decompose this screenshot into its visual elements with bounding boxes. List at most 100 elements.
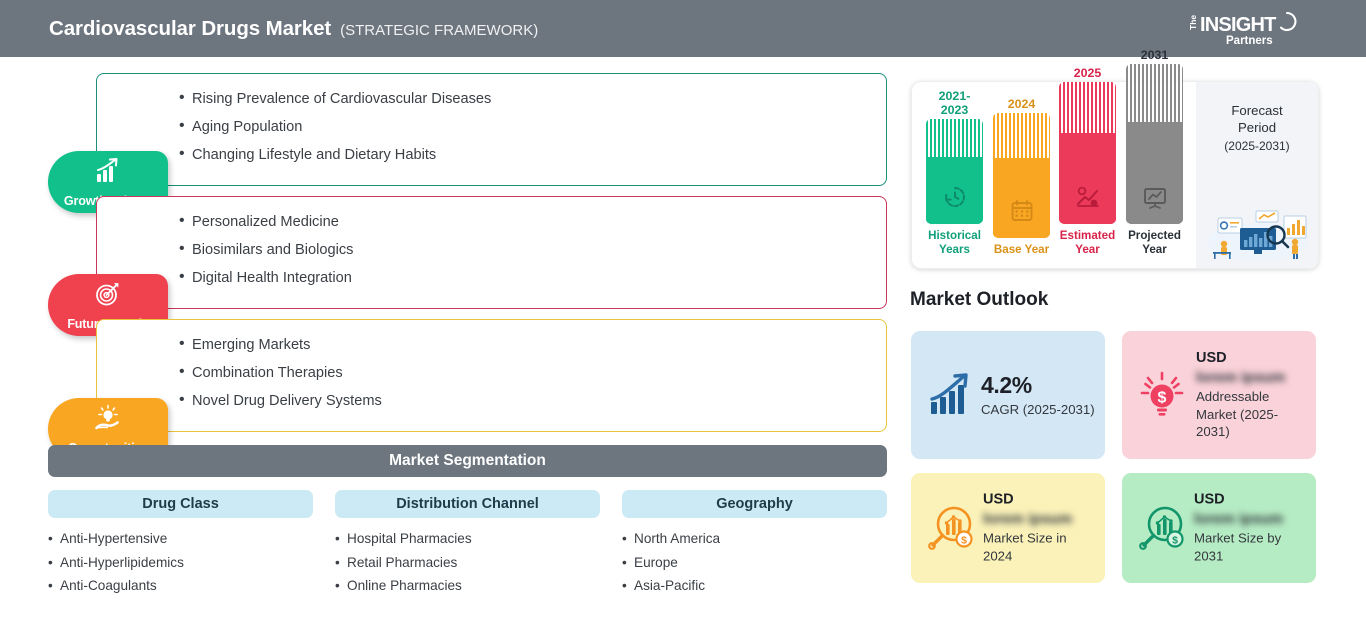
timeline-bar-solid bbox=[1059, 133, 1116, 224]
timeline-bars: 2021-2023 Historical Years bbox=[918, 48, 1193, 268]
outlook-card-market-size-2024[interactable]: $ USD lorem ipsum Market Size in 2024 bbox=[911, 473, 1105, 583]
logo-partners-text: Partners bbox=[1226, 35, 1273, 47]
outlook-card-addressable-market[interactable]: $ USD lorem ipsum Addressable Market (20… bbox=[1122, 331, 1316, 459]
list-item: Novel Drug Delivery Systems bbox=[179, 386, 886, 415]
outlook-card-body: 4.2% CAGR (2025-2031) bbox=[981, 372, 1097, 419]
list-item: Digital Health Integration bbox=[179, 263, 886, 292]
market-segmentation-title: Market Segmentation bbox=[389, 452, 546, 469]
blurred-value: lorem ipsum bbox=[1194, 510, 1284, 527]
bar-chart-growth-icon bbox=[93, 157, 123, 185]
list-item: Online Pharmacies bbox=[335, 574, 600, 598]
list-item: Combination Therapies bbox=[179, 358, 886, 387]
presentation-chart-icon bbox=[1142, 184, 1168, 210]
logo-the-text: The bbox=[1188, 15, 1198, 30]
cagr-label: CAGR (2025-2031) bbox=[981, 401, 1095, 417]
svg-text:$: $ bbox=[1172, 535, 1178, 547]
opportunities-bullet-list: Emerging Markets Combination Therapies N… bbox=[97, 320, 886, 415]
logo-insight-text: INSIGHT bbox=[1200, 14, 1276, 36]
segmentation-column-geography: Geography North America Europe Asia-Paci… bbox=[622, 490, 887, 598]
list-item: North America bbox=[622, 527, 887, 551]
segmentation-column-header: Distribution Channel bbox=[335, 490, 600, 518]
timeline-year: 2031 bbox=[1140, 48, 1169, 62]
outlook-card-market-size-2031[interactable]: $ USD lorem ipsum Market Size by 2031 bbox=[1122, 473, 1316, 583]
addressable-market-label: Addressable Market (2025-2031) bbox=[1196, 388, 1279, 439]
cagr-value: 4.2% bbox=[981, 371, 1032, 398]
timeline-label: Historical Years bbox=[928, 229, 981, 256]
timeline-item-base: 2024 bbox=[993, 97, 1050, 257]
analytics-dashboard-illustration bbox=[1202, 202, 1312, 262]
timeline-year: 2021-2023 bbox=[938, 89, 971, 117]
timeline-bar bbox=[1059, 82, 1116, 224]
panel-opportunities: Emerging Markets Combination Therapies N… bbox=[96, 319, 887, 432]
timeline-bar-solid bbox=[1126, 122, 1183, 224]
forecast-period-panel: Forecast Period (2025-2031) bbox=[1196, 82, 1318, 268]
calendar-icon bbox=[1009, 198, 1035, 224]
market-size-2024-label: Market Size in 2024 bbox=[983, 530, 1067, 564]
timeline-year: 2024 bbox=[1007, 96, 1036, 111]
timeline-bar-solid bbox=[993, 157, 1050, 238]
segmentation-column-drug-class: Drug Class Anti-Hypertensive Anti-Hyperl… bbox=[48, 490, 313, 598]
future-trends-bullet-list: Personalized Medicine Biosimilars and Bi… bbox=[97, 197, 886, 292]
orange-magnifier-chart-dollar-icon: $ bbox=[925, 502, 977, 554]
list-item: Hospital Pharmacies bbox=[335, 527, 600, 551]
timeline-item-estimated: 2025 Estimated Yea bbox=[1059, 66, 1116, 256]
panel-growth-drivers: Rising Prevalence of Cardiovascular Dise… bbox=[96, 73, 887, 186]
segmentation-item-list: Hospital Pharmacies Retail Pharmacies On… bbox=[335, 527, 600, 598]
timeline-year: 2025 bbox=[1073, 66, 1102, 80]
red-lightbulb-dollar-icon: $ bbox=[1136, 369, 1188, 421]
list-item: Anti-Coagulants bbox=[48, 574, 313, 598]
currency-label: USD bbox=[1196, 349, 1227, 366]
page-subtitle: (STRATEGIC FRAMEWORK) bbox=[340, 21, 539, 39]
list-item: Asia-Pacific bbox=[622, 574, 887, 598]
hand-lightbulb-icon bbox=[93, 404, 123, 432]
left-column: Rising Prevalence of Cardiovascular Dise… bbox=[0, 57, 900, 635]
timeline-item-projected: 2031 Projected Year bbox=[1126, 48, 1183, 256]
clock-history-icon bbox=[942, 184, 968, 210]
list-item: Europe bbox=[622, 551, 887, 575]
currency-label: USD bbox=[983, 491, 1014, 508]
blue-bar-chart-arrow-icon bbox=[925, 369, 977, 421]
list-item: Anti-Hyperlipidemics bbox=[48, 551, 313, 575]
list-item: Aging Population bbox=[179, 112, 886, 141]
forecast-line-3: (2025-2031) bbox=[1224, 139, 1290, 153]
outlook-card-body: USD lorem ipsum Market Size by 2031 bbox=[1194, 492, 1308, 565]
segmentation-column-distribution-channel: Distribution Channel Hospital Pharmacies… bbox=[335, 490, 600, 598]
segmentation-item-list: North America Europe Asia-Pacific bbox=[622, 527, 887, 598]
svg-text:$: $ bbox=[961, 535, 967, 547]
outlook-card-body: USD lorem ipsum Addressable Market (2025… bbox=[1196, 350, 1308, 441]
list-item: Anti-Hypertensive bbox=[48, 527, 313, 551]
outlook-card-body: USD lorem ipsum Market Size in 2024 bbox=[983, 492, 1097, 565]
timeline-item-historical: 2021-2023 Historical Years bbox=[926, 89, 983, 256]
timeline-label: Projected Year bbox=[1128, 229, 1181, 256]
growth-drivers-bullet-list: Rising Prevalence of Cardiovascular Dise… bbox=[97, 74, 886, 169]
outlook-card-cagr[interactable]: 4.2% CAGR (2025-2031) bbox=[911, 331, 1105, 459]
right-column: 2021-2023 Historical Years bbox=[900, 48, 1366, 635]
page-title: Cardiovascular Drugs Market bbox=[49, 16, 332, 40]
insight-partners-logo[interactable]: The INSIGHT Partners bbox=[1186, 9, 1306, 49]
forecast-line-2: Period bbox=[1237, 120, 1277, 135]
blurred-value: lorem ipsum bbox=[983, 510, 1073, 527]
list-item: Retail Pharmacies bbox=[335, 551, 600, 575]
list-item: Biosimilars and Biologics bbox=[179, 235, 886, 264]
forecast-chart-icon bbox=[1075, 184, 1101, 210]
market-size-2031-label: Market Size by 2031 bbox=[1194, 530, 1282, 564]
panel-future-trends: Personalized Medicine Biosimilars and Bi… bbox=[96, 196, 887, 309]
svg-text:$: $ bbox=[1158, 390, 1167, 407]
green-magnifier-chart-dollar-icon: $ bbox=[1136, 502, 1188, 554]
market-segmentation-bar: Market Segmentation bbox=[48, 445, 887, 477]
list-item: Rising Prevalence of Cardiovascular Dise… bbox=[179, 84, 886, 113]
list-item: Emerging Markets bbox=[179, 330, 886, 359]
currency-label: USD bbox=[1194, 491, 1225, 508]
market-outlook-title: Market Outlook bbox=[910, 289, 1049, 310]
segmentation-column-header: Drug Class bbox=[48, 490, 313, 518]
logo-swoosh-icon bbox=[1279, 11, 1297, 32]
segmentation-item-list: Anti-Hypertensive Anti-Hyperlipidemics A… bbox=[48, 527, 313, 598]
list-item: Changing Lifestyle and Dietary Habits bbox=[179, 140, 886, 169]
list-item: Personalized Medicine bbox=[179, 207, 886, 236]
blurred-value: lorem ipsum bbox=[1196, 368, 1286, 385]
timeline-card: 2021-2023 Historical Years bbox=[911, 48, 1319, 269]
header-title-group: Cardiovascular Drugs Market (STRATEGIC F… bbox=[49, 17, 538, 41]
timeline-bar bbox=[1126, 64, 1183, 224]
segmentation-column-header: Geography bbox=[622, 490, 887, 518]
